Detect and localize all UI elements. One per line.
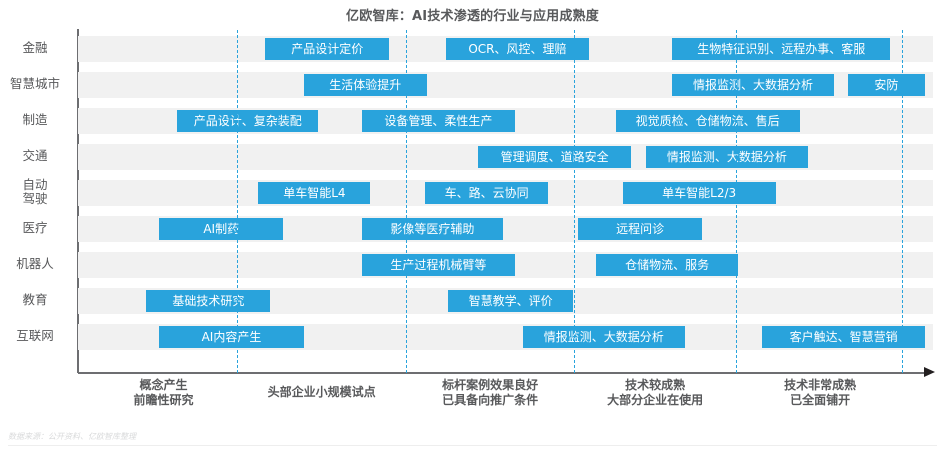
x-axis-stage-label-3: 标杆案例效果良好已具备向推广条件 — [400, 378, 580, 408]
x-axis-stage-label-1: 概念产生前瞻性研究 — [74, 378, 254, 408]
stage-gridline-5 — [902, 30, 904, 373]
row-label-互联网: 互联网 — [0, 329, 70, 343]
maturity-bar[interactable]: 单车智能L4 — [258, 182, 371, 204]
maturity-bar[interactable]: 情报监测、大数据分析 — [672, 74, 834, 96]
row-label-line1: 机器人 — [16, 256, 54, 271]
row-label-line1: 互联网 — [16, 328, 54, 343]
data-source-note: 数据来源：公开资料、亿欧智库整理 — [8, 432, 136, 441]
x-axis-stage-label-4: 技术较成熟大部分企业在使用 — [565, 378, 745, 408]
row-label-line1: 教育 — [22, 292, 48, 307]
stage-label-line1: 技术非常成熟 — [784, 378, 857, 392]
maturity-bar[interactable]: 安防 — [847, 74, 926, 96]
maturity-bar[interactable]: 影像等医疗辅助 — [361, 218, 503, 240]
maturity-bar[interactable]: 视觉质检、仓储物流、售后 — [615, 110, 800, 132]
row-label-自动驾驶: 自动驾驶 — [0, 178, 70, 206]
row-label-机器人: 机器人 — [0, 257, 70, 271]
maturity-bar[interactable]: 情报监测、大数据分析 — [522, 326, 686, 348]
x-axis-stage-label-5: 技术非常成熟已全面铺开 — [730, 378, 910, 408]
maturity-bar[interactable]: 远程问诊 — [578, 218, 703, 240]
x-axis-line — [78, 372, 926, 374]
row-label-line1: 自动 — [22, 177, 48, 192]
stage-gridline-4 — [736, 30, 738, 373]
footer-divider — [8, 445, 937, 446]
maturity-bar[interactable]: 产品设计定价 — [265, 38, 390, 60]
stage-label-line1: 标杆案例效果良好 — [442, 378, 539, 392]
maturity-bar[interactable]: 产品设计、复杂装配 — [177, 110, 319, 132]
row-label-line1: 医疗 — [22, 220, 48, 235]
stage-label-line1: 头部企业小规模试点 — [267, 385, 376, 399]
row-label-line1: 制造 — [22, 112, 48, 127]
row-label-交通: 交通 — [0, 149, 70, 163]
maturity-bar[interactable]: 单车智能L2/3 — [622, 182, 776, 204]
maturity-bar[interactable]: 客户触达、智慧营销 — [762, 326, 926, 348]
stage-gridline-2 — [406, 30, 408, 373]
maturity-bar[interactable]: 管理调度、道路安全 — [478, 146, 632, 168]
row-label-智慧城市: 智慧城市 — [0, 77, 70, 91]
row-label-制造: 制造 — [0, 113, 70, 127]
row-label-line1: 智慧城市 — [9, 76, 60, 91]
stage-label-line2: 大部分企业在使用 — [607, 393, 704, 407]
maturity-bar[interactable]: 生活体验提升 — [303, 74, 427, 96]
stage-gridline-3 — [573, 30, 575, 373]
maturity-bar[interactable]: 设备管理、柔性生产 — [361, 110, 515, 132]
maturity-bar[interactable]: AI内容产生 — [159, 326, 304, 348]
stage-label-line2: 已全面铺开 — [790, 393, 851, 407]
maturity-bar[interactable]: 基础技术研究 — [146, 290, 271, 312]
maturity-bar[interactable]: AI制药 — [159, 218, 284, 240]
maturity-bar[interactable]: OCR、风控、理赔 — [445, 38, 590, 60]
x-axis-arrow-icon — [924, 367, 935, 377]
row-label-line1: 交通 — [22, 148, 48, 163]
maturity-bar[interactable]: 生物特征识别、远程办事、客服 — [672, 38, 891, 60]
row-label-教育: 教育 — [0, 293, 70, 307]
row-label-line1: 金融 — [22, 40, 48, 55]
stage-label-line2: 前瞻性研究 — [133, 393, 194, 407]
maturity-bar[interactable]: 智慧教学、评价 — [448, 290, 574, 312]
row-label-医疗: 医疗 — [0, 221, 70, 235]
maturity-bar[interactable]: 仓储物流、服务 — [596, 254, 739, 276]
x-axis-stage-label-2: 头部企业小规模试点 — [232, 385, 412, 400]
maturity-bar[interactable]: 情报监测、大数据分析 — [645, 146, 809, 168]
stage-gridline-1 — [237, 30, 239, 373]
maturity-bar[interactable]: 车、路、云协同 — [425, 182, 549, 204]
row-label-line2: 驾驶 — [22, 191, 48, 206]
maturity-bar[interactable]: 生产过程机械臂等 — [361, 254, 515, 276]
stage-label-line1: 技术较成熟 — [625, 378, 686, 392]
page-title: 亿欧智库：AI技术渗透的行业与应用成熟度 — [346, 9, 599, 24]
stage-label-line2: 已具备向推广条件 — [442, 393, 539, 407]
row-label-金融: 金融 — [0, 41, 70, 55]
stage-label-line1: 概念产生 — [139, 378, 188, 392]
